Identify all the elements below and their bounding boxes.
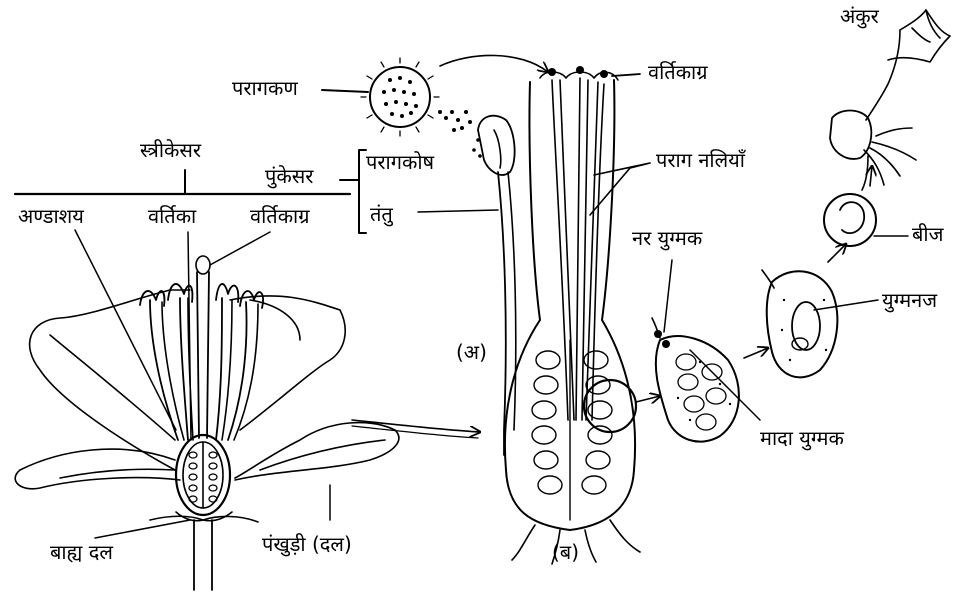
label-vartikagra-left: वर्तिकाग्र xyxy=(250,206,310,226)
label-bahya-dal: बाह्य दल xyxy=(50,542,113,562)
label-strikesar: स्त्रीकेसर xyxy=(140,140,201,160)
label-paragkan: परागकण xyxy=(232,78,298,98)
label-a: (अ) xyxy=(456,342,487,362)
label-vartika: वर्तिका xyxy=(148,206,196,226)
label-pumkesar: पुंकेसर xyxy=(265,166,313,186)
zygote-illustration xyxy=(762,244,878,377)
label-b: (ब) xyxy=(552,542,579,562)
label-paragkosh: परागकोष xyxy=(366,152,434,172)
label-mada-yugmak: मादा युग्मक xyxy=(760,428,844,448)
label-pankhudi: पंखुड़ी (दल) xyxy=(262,534,352,554)
label-vartikagra-top: वर्तिकाग्र xyxy=(648,62,708,82)
seedling-illustration xyxy=(830,10,950,190)
label-yugmanaj: युग्मनज xyxy=(882,290,937,310)
label-tantu: तंतु xyxy=(370,204,393,224)
label-nar-yugmak: नर युग्मक xyxy=(632,228,702,248)
label-parag-naliyan: पराग नलियाँ xyxy=(656,150,745,170)
label-andashay: अण्डाशय xyxy=(18,206,84,226)
ovule-detail-illustration xyxy=(652,260,768,442)
label-ankur: अंकुर xyxy=(840,6,879,26)
pollen-grain-illustration xyxy=(322,55,548,136)
label-beej: बीज xyxy=(912,224,943,244)
